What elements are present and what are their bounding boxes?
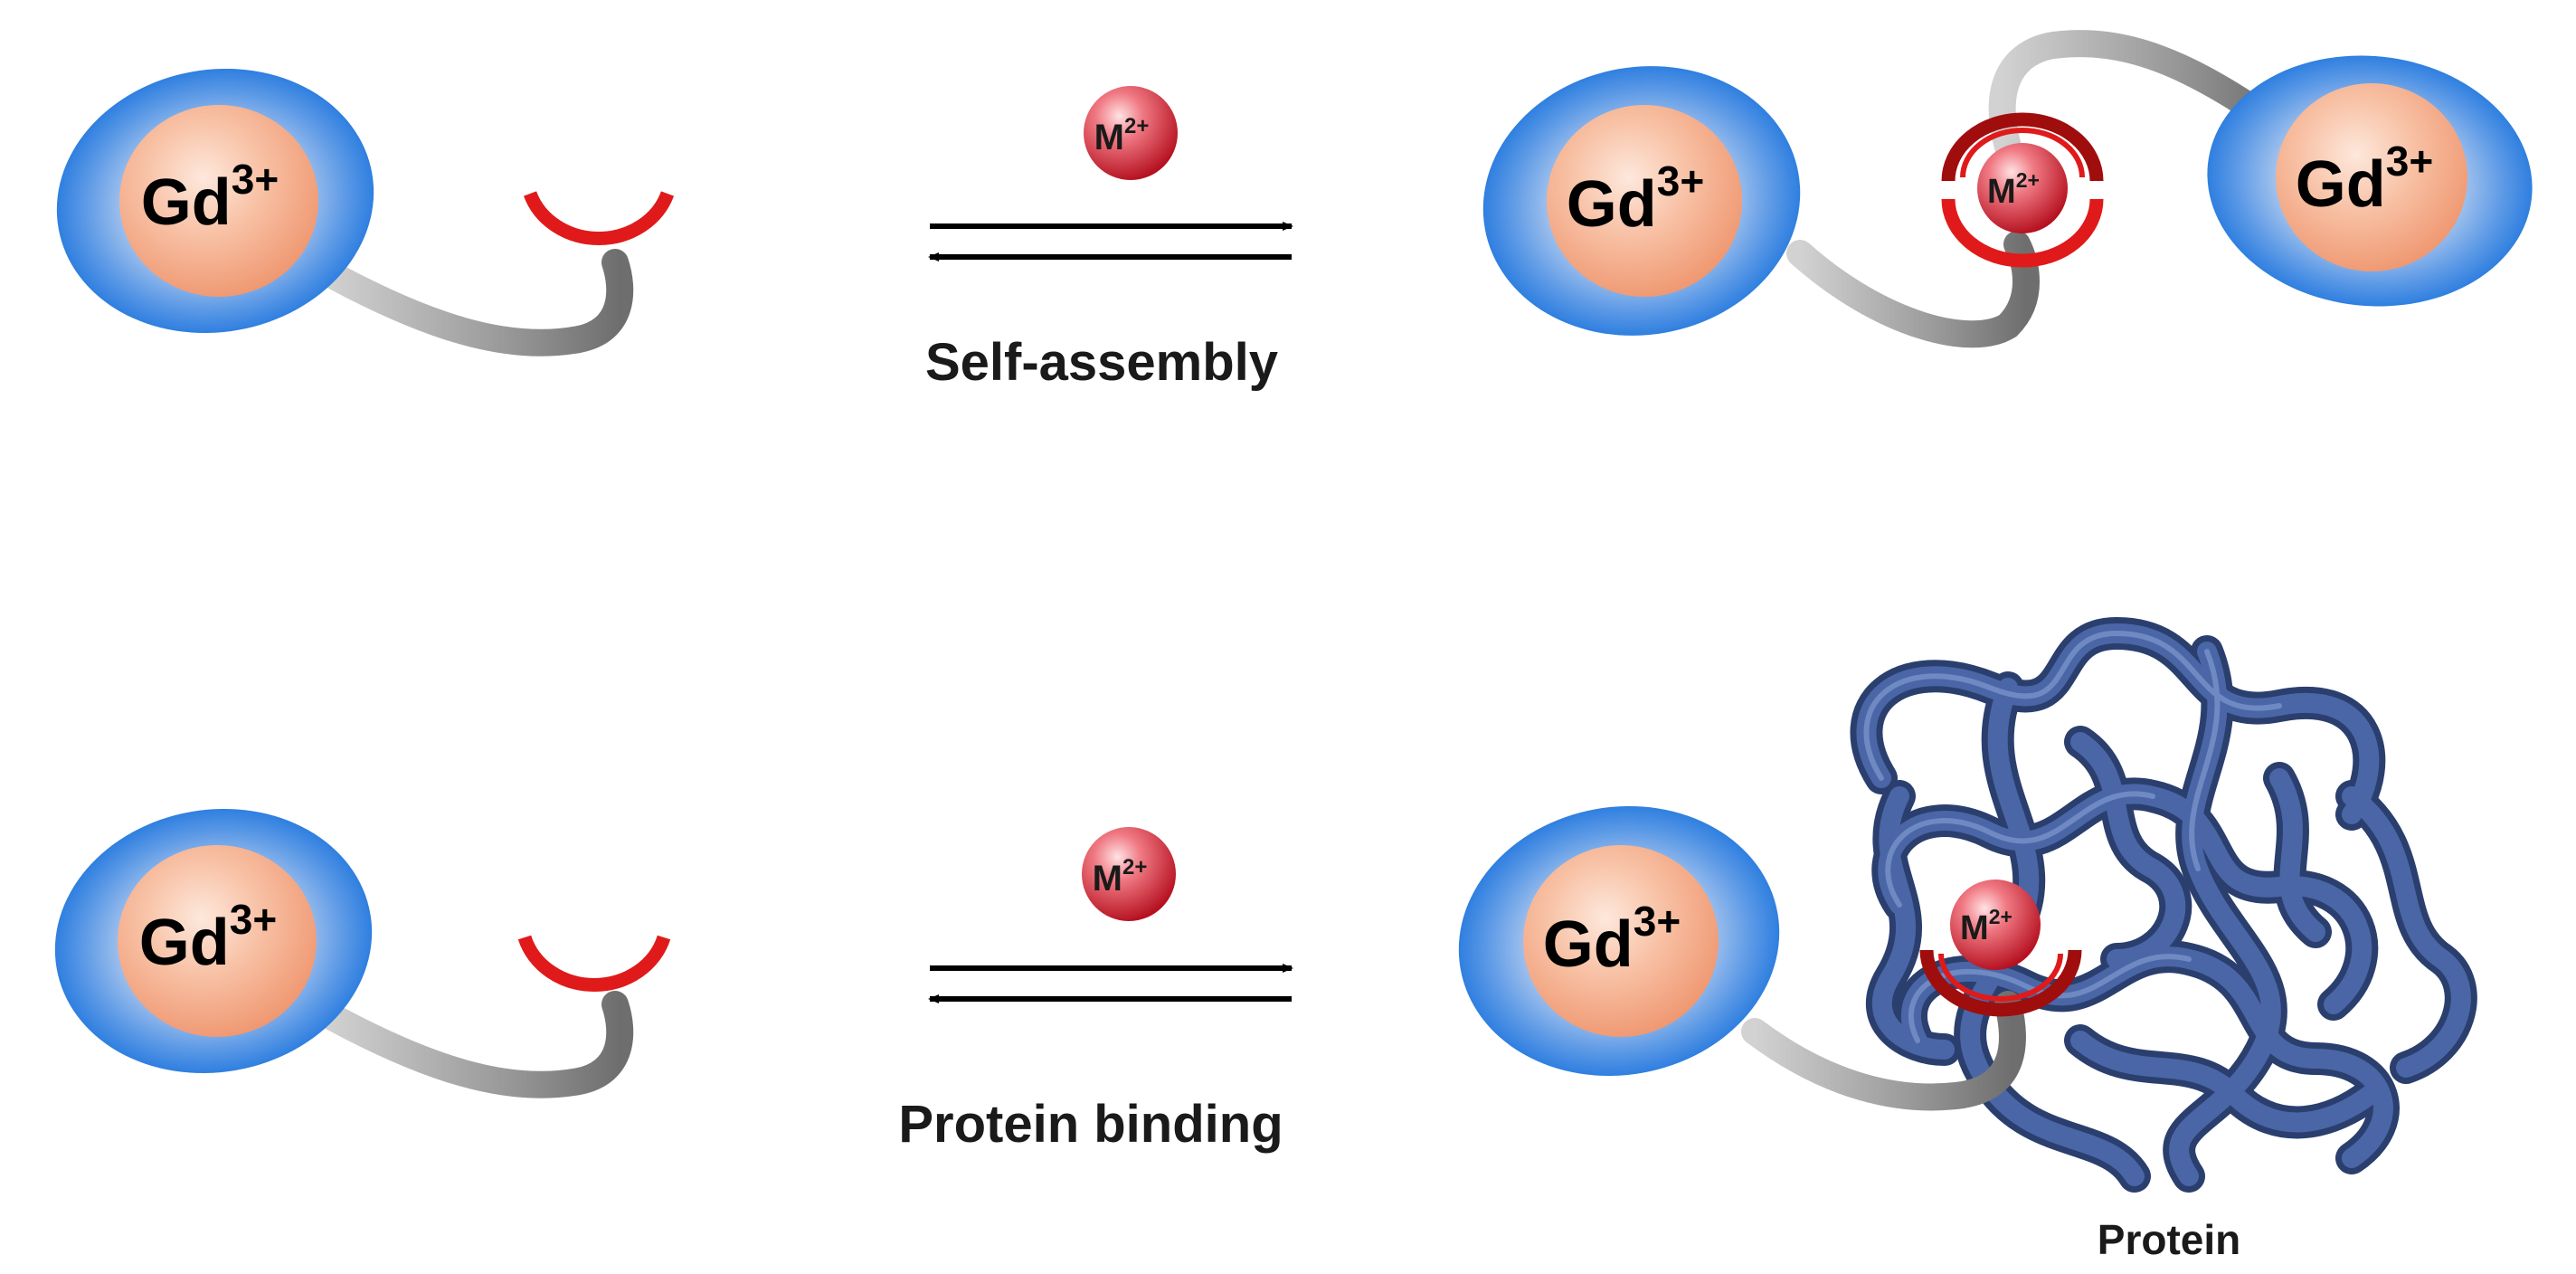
gd-core bbox=[1523, 845, 1719, 1037]
protein-ribbon bbox=[1850, 616, 2477, 1193]
linker-chain-left bbox=[1786, 231, 2040, 348]
dimer-assembly: Gd3+ Gd3+ M2+ bbox=[1482, 30, 2533, 348]
metal-sphere bbox=[1084, 86, 1178, 180]
metal-label: M2+ bbox=[1987, 168, 2040, 211]
equilibrium-arrows-top bbox=[928, 222, 1293, 261]
gd-charge: 3+ bbox=[230, 896, 277, 943]
metal-sphere bbox=[1082, 827, 1176, 921]
gd-complex-left-top: Gd3+ bbox=[56, 68, 675, 357]
metal-sphere bbox=[1977, 143, 2068, 233]
gd-label: Gd3+ bbox=[139, 896, 277, 979]
metal-sphere bbox=[1950, 879, 2041, 970]
gd-complex-left-bottom: Gd3+ bbox=[54, 808, 671, 1098]
gd-label: Gd3+ bbox=[2296, 138, 2433, 221]
metal-label: M2+ bbox=[1094, 114, 1150, 157]
binding-cup bbox=[1919, 949, 2082, 1017]
metal-charge: 2+ bbox=[1989, 905, 2012, 928]
binding-cup-lower bbox=[1941, 198, 2104, 268]
metal-base: M bbox=[1093, 859, 1122, 898]
gd-label: Gd3+ bbox=[1543, 898, 1681, 981]
metal-ion-bottom: M2+ bbox=[1082, 827, 1176, 921]
gd-base: Gd bbox=[1543, 908, 1634, 981]
binding-cup-upper-inner bbox=[1960, 128, 2085, 178]
metal-charge: 2+ bbox=[1122, 855, 1147, 879]
linker-chain bbox=[1741, 991, 2026, 1111]
gd-charge: 3+ bbox=[2386, 138, 2433, 185]
gd-core bbox=[1547, 105, 1742, 297]
metal-ion-top: M2+ bbox=[1084, 86, 1178, 180]
protein-complex: Gd3+ M2+ Protein bbox=[1458, 616, 2477, 1263]
row-self-assembly: Gd3+ M2+ Self-assembly Gd3+ bbox=[56, 30, 2533, 392]
caption-self-assembly: Self-assembly bbox=[925, 333, 1278, 392]
metal-base: M bbox=[1960, 909, 1989, 947]
gd-core bbox=[118, 845, 317, 1037]
row-protein-binding: Gd3+ M2+ Protein binding bbox=[54, 616, 2477, 1263]
binding-cup bbox=[523, 191, 675, 245]
gd-charge: 3+ bbox=[1634, 898, 1681, 945]
linker-chain bbox=[312, 991, 634, 1098]
metal-label: M2+ bbox=[1093, 855, 1148, 898]
binding-cup-upper bbox=[1941, 112, 2104, 182]
protein-label: Protein bbox=[2098, 1216, 2240, 1263]
metal-base: M bbox=[1987, 173, 2016, 211]
gd-charge: 3+ bbox=[232, 156, 279, 203]
binding-cup-inner bbox=[1938, 953, 2063, 1002]
metal-charge: 2+ bbox=[1124, 114, 1149, 138]
gd-base: Gd bbox=[1567, 168, 1657, 241]
metal-label: M2+ bbox=[1960, 905, 2012, 947]
gd-core bbox=[2276, 83, 2467, 271]
linker-chain-right bbox=[1988, 30, 2293, 185]
caption-protein-binding: Protein binding bbox=[898, 1095, 1283, 1154]
gd-charge: 3+ bbox=[1657, 157, 1704, 204]
gd-label: Gd3+ bbox=[141, 156, 279, 239]
equilibrium-arrows-bottom bbox=[928, 964, 1293, 1003]
metal-binding-site: M2+ bbox=[1919, 879, 2082, 1017]
binding-cup bbox=[517, 935, 671, 992]
gd-base: Gd bbox=[141, 166, 232, 239]
linker-chain bbox=[312, 249, 634, 357]
gd-base: Gd bbox=[139, 907, 230, 979]
metal-charge: 2+ bbox=[2016, 168, 2040, 192]
gd-label: Gd3+ bbox=[1567, 157, 1704, 241]
gd-base: Gd bbox=[2296, 148, 2386, 221]
gd-core bbox=[119, 105, 318, 297]
metal-bridge: M2+ bbox=[1941, 112, 2104, 268]
metal-base: M bbox=[1094, 118, 1124, 157]
